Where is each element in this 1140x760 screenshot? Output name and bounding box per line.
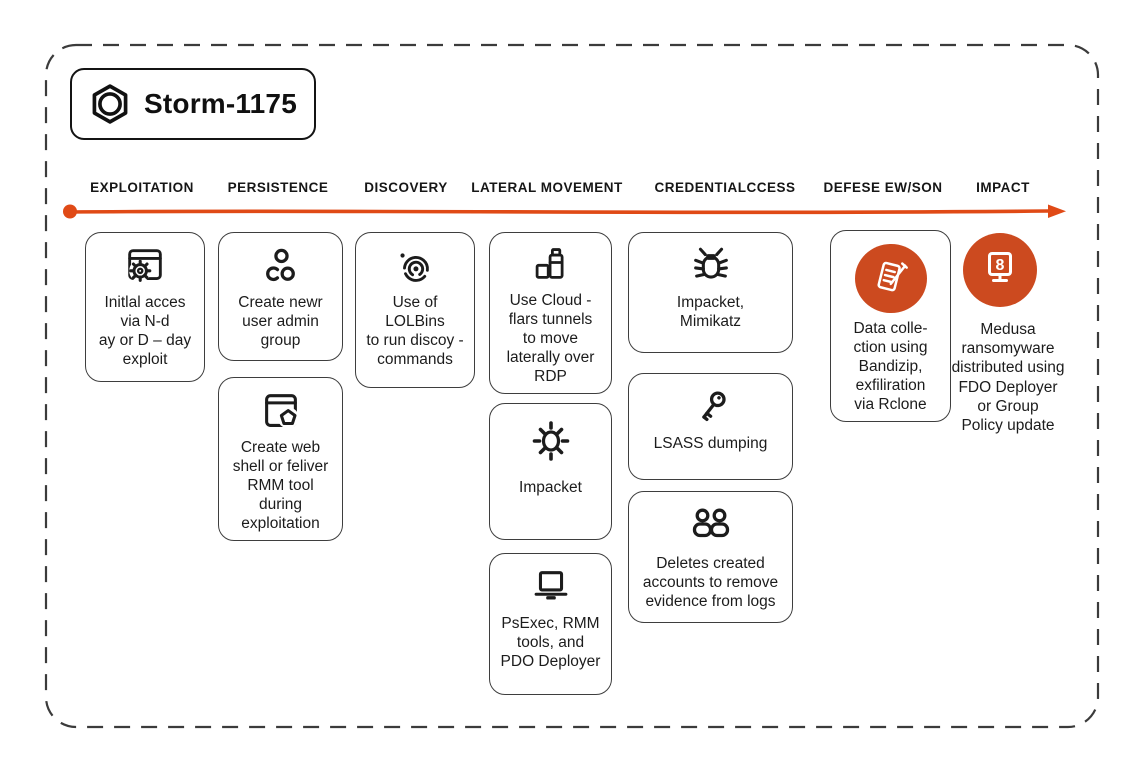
browser-gear-icon	[128, 249, 162, 282]
card-text: Impacket, Mimikatz	[676, 294, 745, 330]
card-persistence-1: Create newr user admin group	[218, 232, 343, 361]
bottle-box-icon	[535, 248, 564, 279]
hexagon-icon	[92, 84, 128, 124]
card-credential-3: Deletes created accounts to remove evide…	[628, 491, 793, 623]
stage-label-credential-access: CREDENTIALCCESS	[654, 180, 796, 195]
card-defense-evasion-1: Data colle- ction using Bandizip, exfili…	[830, 230, 951, 422]
stage-label-defense-evasion: DEFESE EW/SON	[823, 180, 943, 195]
svg-text:8: 8	[996, 257, 1005, 274]
card-persistence-2: Create web shell or feliver RMM tool dur…	[218, 377, 343, 541]
sun-icon	[532, 421, 569, 461]
card-exploitation-1: Initlal acces via N-d ay or D – day expl…	[85, 232, 205, 382]
card-text: Use Cloud - flars tunnels to move latera…	[506, 292, 595, 386]
card-discovery-1: Use of LOLBins to run discoy - commands	[355, 232, 475, 388]
two-users-icon	[692, 508, 729, 538]
user-group-icon	[265, 248, 295, 282]
card-text: Create web shell or feliver RMM tool dur…	[232, 439, 329, 532]
stage-label-persistence: PERSISTENCE	[227, 180, 329, 195]
card-text: Data colle- ction using Bandizip, exfili…	[853, 320, 928, 414]
threat-actor-name: Storm-1175	[144, 88, 297, 119]
browser-pentagon-icon	[264, 394, 299, 429]
radar-icon	[400, 253, 429, 282]
card-credential-1: Impacket, Mimikatz	[628, 232, 793, 353]
key-icon	[701, 391, 726, 422]
stage-label-exploitation: EXPLOITATION	[90, 180, 194, 195]
threat-actor-badge: Storm-1175	[70, 68, 316, 140]
stage-label-impact: IMPACT	[976, 180, 1030, 195]
card-lateral-2: Impacket	[489, 403, 612, 540]
timeline-arrow	[63, 204, 1066, 219]
impact-text: Medusa ransomyware distributed using FDO…	[951, 321, 1065, 435]
bug-icon	[693, 247, 728, 279]
stage-label-lateral-movement: LATERAL MOVEMENT	[471, 180, 623, 195]
defense-evasion-badge-circle	[854, 244, 927, 314]
card-text: Deletes created accounts to remove evide…	[642, 555, 779, 610]
card-text: LSASS dumping	[653, 435, 768, 452]
card-text: PsExec, RMM tools, and PDO Deployer	[500, 615, 601, 670]
card-text: Create newr user admin group	[238, 294, 323, 349]
impact-badge-circle: 8	[963, 233, 1037, 307]
card-text: Impacket	[519, 479, 582, 496]
ransom-monitor-icon: 8	[988, 252, 1012, 282]
card-lateral-3: PsExec, RMM tools, and PDO Deployer	[489, 553, 612, 695]
laptop-icon	[534, 571, 567, 600]
card-lateral-1: Use Cloud - flars tunnels to move latera…	[489, 232, 612, 394]
card-text: Initlal acces via N-d ay or D – day expl…	[98, 294, 192, 368]
stage-label-discovery: DISCOVERY	[364, 180, 448, 195]
card-credential-2: LSASS dumping	[628, 373, 793, 480]
document-pencil-icon	[876, 261, 908, 292]
timeline-arrowhead	[1048, 204, 1066, 218]
card-text: Use of LOLBins to run discoy - commands	[366, 294, 464, 368]
